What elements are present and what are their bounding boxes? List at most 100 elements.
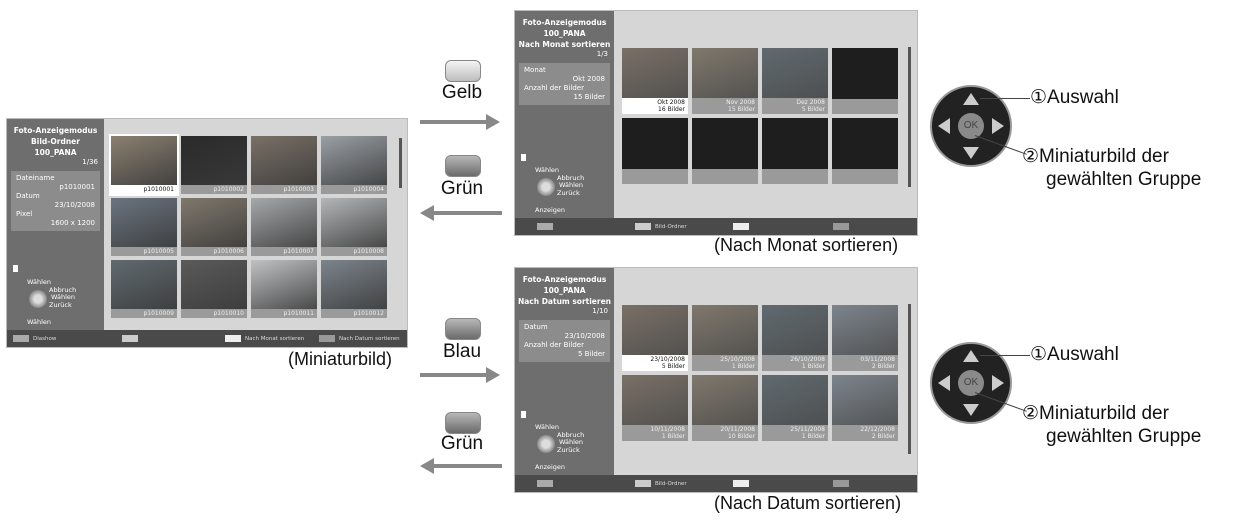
info-box: Dateiname p1010001 Datum 23/10/2008 Pixe…	[11, 171, 100, 231]
scrollbar[interactable]	[908, 304, 911, 454]
legend-group-line2: gewählten Gruppe	[1046, 426, 1202, 447]
empty-group-slot[interactable]	[692, 118, 758, 184]
down-arrow-icon[interactable]	[963, 404, 979, 416]
small-icon	[521, 411, 526, 418]
ok-button[interactable]: OK	[958, 113, 984, 139]
small-icon	[13, 265, 18, 272]
bottom-green-button[interactable]: Bild-Ordner	[635, 479, 687, 488]
bottom-red-button[interactable]: Diashow	[13, 334, 56, 343]
ok-button[interactable]: OK	[958, 370, 984, 396]
bottom-yellow-button[interactable]	[733, 222, 753, 231]
group-date: 03/11/2008	[860, 356, 895, 363]
left-arrow-icon[interactable]	[938, 118, 950, 134]
green-button-bottom[interactable]	[445, 412, 481, 434]
group-count: 2 Bilder	[871, 363, 895, 370]
bottom-red-button[interactable]	[537, 222, 557, 231]
green-label-top: Grün	[440, 178, 484, 199]
up-arrow-icon[interactable]	[963, 93, 979, 105]
photo-thumbnail[interactable]: p1010008	[321, 198, 387, 256]
bottom-green-button[interactable]: Bild-Ordner	[635, 222, 687, 231]
bottom-blue-button[interactable]	[833, 479, 853, 488]
empty-group-slot[interactable]	[762, 118, 828, 184]
green-button-top[interactable]	[445, 155, 481, 177]
bottom-red-button[interactable]	[537, 479, 557, 488]
group-count: 5 Bilder	[661, 363, 685, 370]
photo-thumbnail[interactable]: p1010002	[181, 136, 247, 194]
photo-thumbnail[interactable]: p1010001	[109, 134, 179, 196]
album-title: 100_PANA	[543, 286, 586, 295]
nav-display-label: Anzeigen	[535, 206, 566, 214]
bottom-bar: Bild-Ordner	[515, 218, 917, 235]
nav-choose: Wählen	[51, 293, 76, 301]
nav-select-label: Wählen	[535, 166, 560, 174]
down-arrow-icon[interactable]	[963, 147, 979, 159]
photo-thumbnail[interactable]: p1010004	[321, 136, 387, 194]
group-date: 10/11/2008	[650, 426, 685, 433]
photo-thumbnail[interactable]: p1010006	[181, 198, 247, 256]
bottom-green-button[interactable]	[122, 334, 142, 343]
group-date: Nov 2008	[726, 99, 755, 106]
empty-group-slot[interactable]	[832, 48, 898, 114]
photo-thumbnail[interactable]: p1010003	[251, 136, 317, 194]
count-label: Anzahl der Bilder	[524, 341, 584, 349]
scrollbar[interactable]	[399, 138, 402, 188]
nav-back: Zurück	[49, 300, 72, 309]
date-label: Datum	[524, 323, 548, 331]
photo-thumbnail[interactable]: p1010012	[321, 260, 387, 318]
nav-help: Wählen Abbruch Wählen Zurück	[535, 166, 584, 197]
nav-cancel: Abbruch	[557, 430, 585, 439]
nav-choose: Wählen	[559, 181, 584, 189]
blue-button[interactable]	[445, 318, 481, 340]
month-value: Okt 2008	[572, 75, 605, 83]
left-arrow-icon[interactable]	[938, 375, 950, 391]
bottom-bar: Diashow Nach Monat sortieren Nach Datum …	[7, 330, 407, 347]
folder-label: Bild-Ordner	[655, 223, 687, 230]
right-arrow-icon[interactable]	[992, 118, 1004, 134]
photo-thumbnail[interactable]: p1010011	[251, 260, 317, 318]
empty-group-slot[interactable]	[832, 118, 898, 184]
group-date: 23/10/2008	[650, 356, 685, 363]
thumbnail-filename: p1010004	[321, 185, 387, 194]
up-arrow-icon[interactable]	[963, 350, 979, 362]
photo-thumbnail[interactable]: p1010005	[111, 198, 177, 256]
nav-display-label: Anzeigen	[535, 463, 566, 471]
group-date: 25/10/2008	[720, 356, 755, 363]
mode-title: Foto-Anzeigemodus	[13, 126, 98, 135]
yellow-button[interactable]	[445, 60, 481, 82]
count-value: 5 Bilder	[578, 350, 605, 358]
group-count: 1 Bilder	[731, 363, 755, 370]
photo-thumbnail[interactable]: p1010009	[111, 260, 177, 318]
group-date: 20/11/2008	[720, 426, 755, 433]
group-count: 5 Bilder	[801, 106, 825, 113]
scrollbar[interactable]	[908, 47, 911, 187]
group-count: 15 Bilder	[728, 106, 755, 113]
bottom-yellow-button[interactable]	[733, 479, 753, 488]
pixel-value: 1600 x 1200	[50, 219, 95, 227]
photo-thumbnail[interactable]: p1010007	[251, 198, 317, 256]
nav-select-label: Wählen	[535, 423, 560, 431]
small-icon	[521, 154, 526, 161]
bottom-blue-button[interactable]: Nach Datum sortieren	[319, 334, 400, 343]
right-arrow-icon[interactable]	[992, 375, 1004, 391]
bottom-yellow-button[interactable]: Nach Monat sortieren	[225, 334, 304, 343]
bottom-blue-button[interactable]	[833, 222, 853, 231]
empty-group-slot[interactable]	[622, 118, 688, 184]
photo-thumbnail[interactable]: p1010010	[181, 260, 247, 318]
